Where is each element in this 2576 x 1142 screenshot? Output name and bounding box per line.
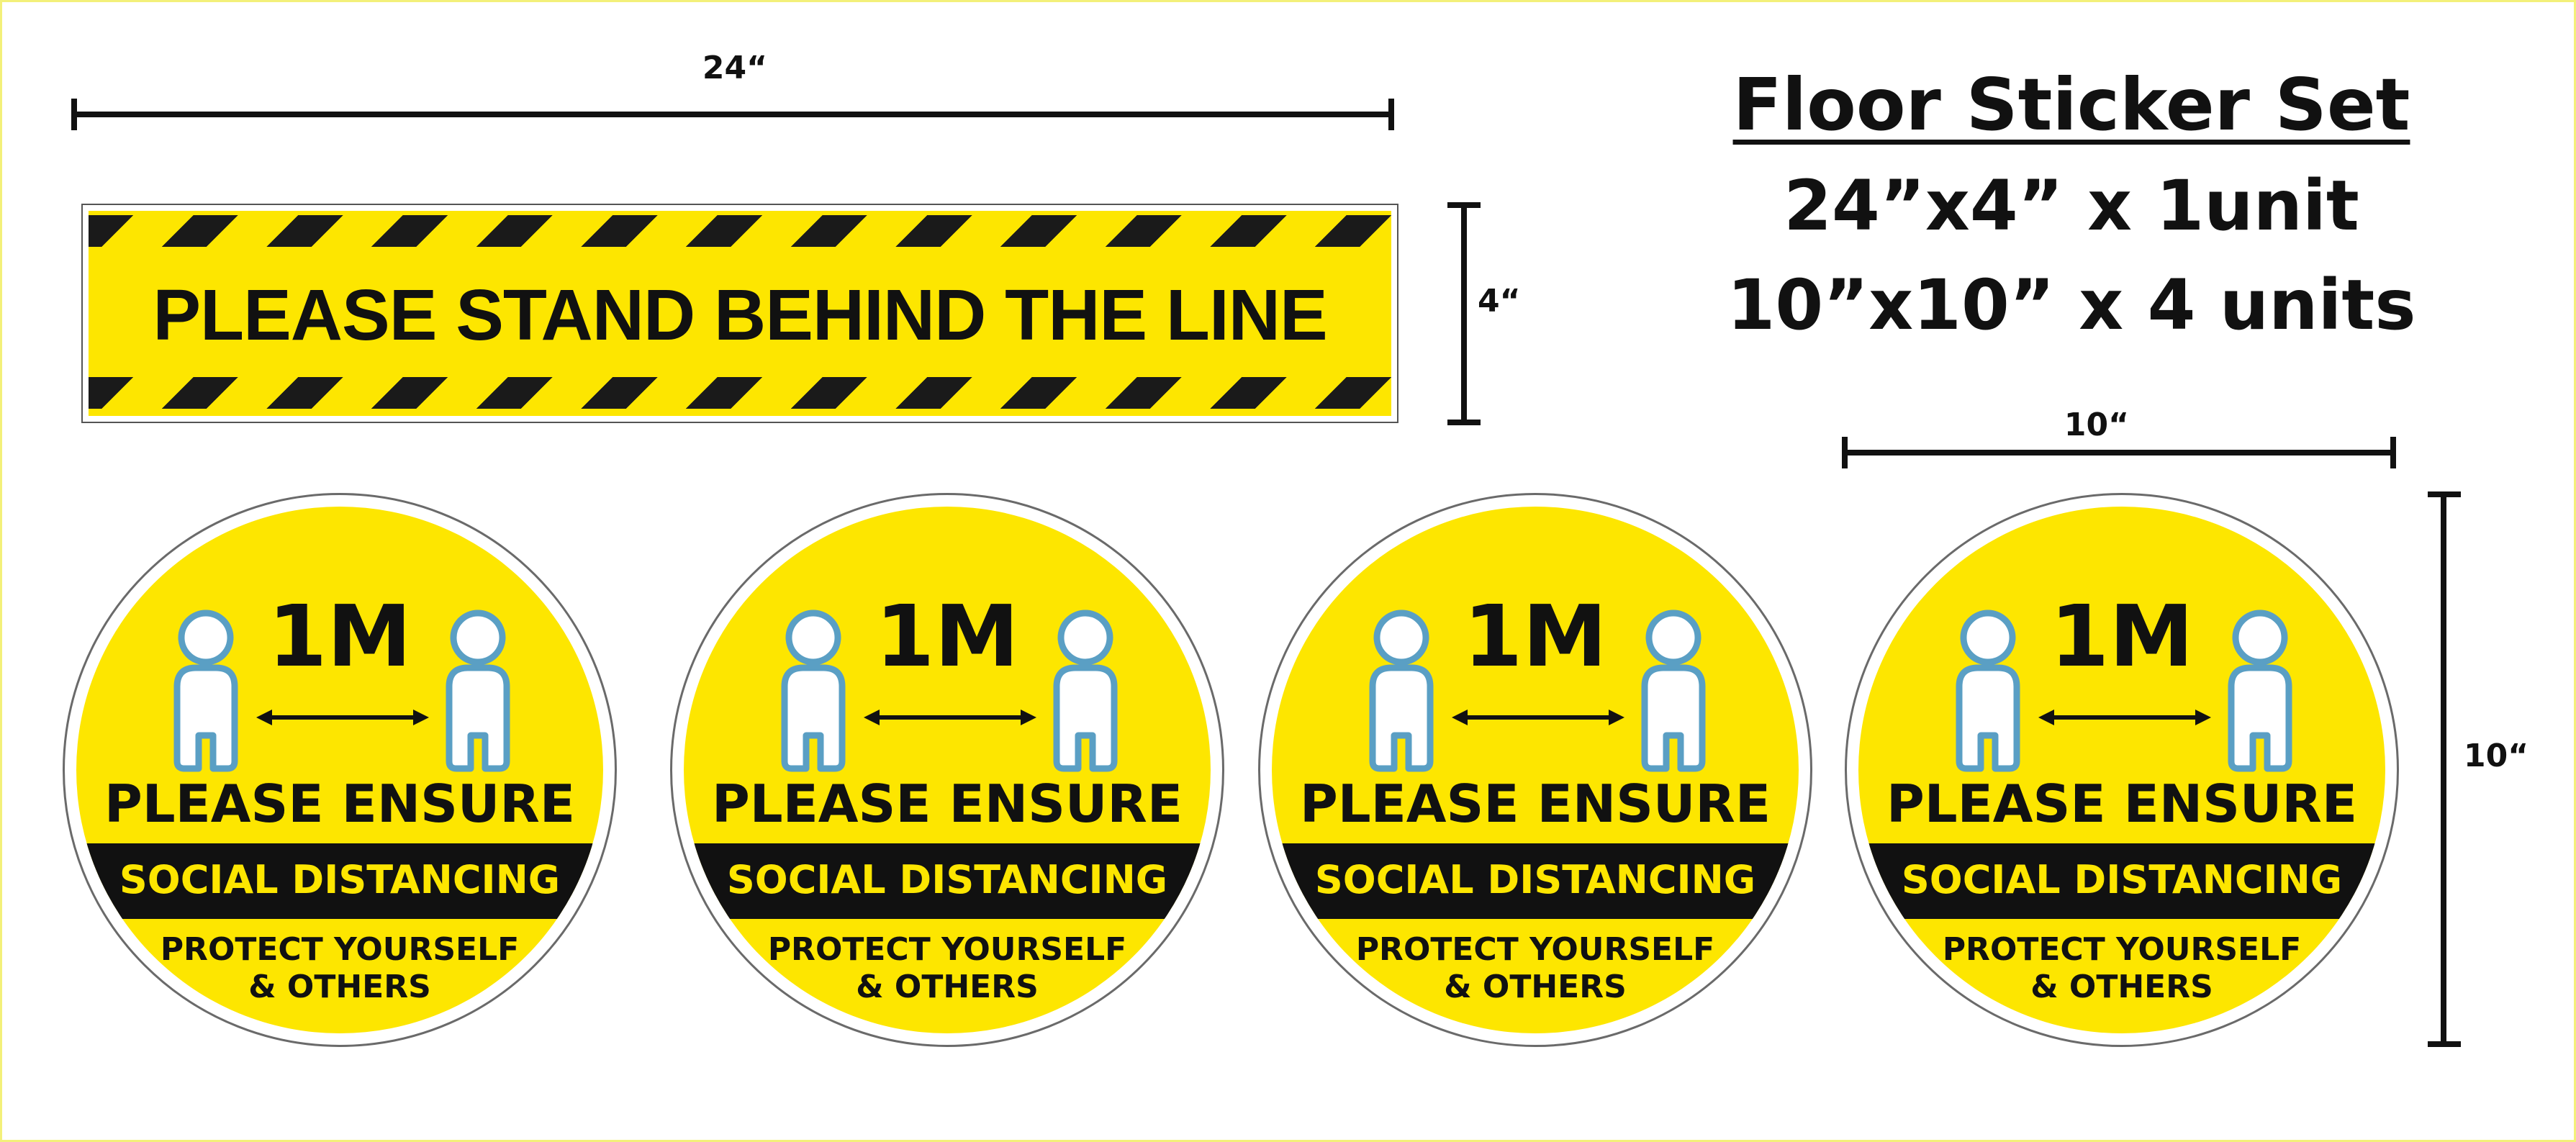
circle-sticker-face: 1M PLEASE ENSURE SOCIAL DISTANCING PROTE…: [1858, 507, 2385, 1033]
banner-height-line: [1461, 204, 1467, 423]
banner-height-cap-bottom: [1447, 420, 1481, 425]
banner-text: PLEASE STAND BEHIND THE LINE: [153, 275, 1327, 355]
distance-label: 1M: [875, 586, 1019, 686]
circle-sticker-face: 1M PLEASE ENSURE SOCIAL DISTANCING PROTE…: [1272, 507, 1799, 1033]
product-title: Floor Sticker Set: [1732, 63, 2410, 147]
protect-line-2: & OTHERS: [856, 969, 1039, 1005]
protect-line-1: PROTECT YOURSELF: [1942, 931, 2302, 968]
banner-face: PLEASE STAND BEHIND THE LINE: [89, 211, 1391, 416]
circle-height-label: 10“: [2464, 738, 2529, 774]
circle-height-cap-top: [2428, 491, 2461, 497]
distance-label: 1M: [268, 586, 412, 686]
circle-sticker-3: 1M PLEASE ENSURE SOCIAL DISTANCING PROTE…: [1258, 493, 1812, 1047]
banner-width-label: 24“: [702, 50, 768, 86]
protect-line-1: PROTECT YOURSELF: [160, 931, 520, 968]
social-distancing-text: SOCIAL DISTANCING: [726, 857, 1168, 902]
circle-sticker-face: 1M PLEASE ENSURE SOCIAL DISTANCING PROTE…: [76, 507, 603, 1033]
stand-behind-line-banner: PLEASE STAND BEHIND THE LINE: [81, 204, 1398, 423]
person-icon: [2228, 609, 2292, 772]
circle-sticker-4: 1M PLEASE ENSURE SOCIAL DISTANCING PROTE…: [1845, 493, 2399, 1047]
social-distancing-text: SOCIAL DISTANCING: [1901, 857, 2343, 902]
person-icon: [1369, 609, 1434, 772]
circle-height-line: [2441, 493, 2446, 1047]
please-ensure-text: PLEASE ENSURE: [711, 774, 1183, 834]
hazard-stripes-bottom: [89, 377, 1391, 409]
protect-line-2: & OTHERS: [1444, 969, 1627, 1005]
black-band: [1858, 843, 2385, 919]
person-icon: [781, 609, 846, 772]
distance-label: 1M: [2050, 586, 2194, 686]
protect-line-1: PROTECT YOURSELF: [1355, 931, 1715, 968]
banner-height-cap-top: [1447, 202, 1481, 208]
double-arrow-icon: [864, 710, 1036, 725]
product-title-block: Floor Sticker Set 24”x4” x 1unit 10”x10”…: [1658, 58, 2485, 355]
banner-width-cap-left: [71, 99, 77, 130]
protect-text: PROTECT YOURSELF & OTHERS: [1272, 931, 1799, 1006]
banner-width-cap-right: [1388, 99, 1394, 130]
banner-width-line: [74, 112, 1393, 117]
please-ensure-text: PLEASE ENSURE: [104, 774, 576, 834]
double-arrow-icon: [1452, 710, 1624, 725]
protect-text: PROTECT YOURSELF & OTHERS: [1858, 931, 2385, 1006]
please-ensure-text: PLEASE ENSURE: [1299, 774, 1771, 834]
product-spec-banner: 24”x4” x 1unit: [1784, 166, 2359, 246]
circle-sticker-1: 1M PLEASE ENSURE SOCIAL DISTANCING PROTE…: [63, 493, 617, 1047]
person-icon: [1641, 609, 1706, 772]
banner-height-label: 4“: [1478, 283, 1521, 320]
person-icon: [446, 609, 510, 772]
person-icon: [1053, 609, 1118, 772]
please-ensure-text: PLEASE ENSURE: [1886, 774, 2358, 834]
distance-label: 1M: [1463, 586, 1607, 686]
protect-line-1: PROTECT YOURSELF: [767, 931, 1127, 968]
protect-line-2: & OTHERS: [2030, 969, 2213, 1005]
double-arrow-icon: [2038, 710, 2211, 725]
circle-width-cap-left: [1842, 437, 1848, 468]
black-band: [1272, 843, 1799, 919]
double-arrow-icon: [256, 710, 429, 725]
protect-text: PROTECT YOURSELF & OTHERS: [76, 931, 603, 1006]
circle-sticker-face: 1M PLEASE ENSURE SOCIAL DISTANCING PROTE…: [684, 507, 1211, 1033]
circle-height-cap-bottom: [2428, 1041, 2461, 1047]
circle-width-label: 10“: [2064, 407, 2130, 443]
person-icon: [173, 609, 238, 772]
social-distancing-text: SOCIAL DISTANCING: [119, 857, 561, 902]
hazard-stripes-top: [89, 215, 1391, 247]
protect-line-2: & OTHERS: [248, 969, 431, 1005]
person-icon: [1956, 609, 2020, 772]
black-band: [76, 843, 603, 919]
circle-width-line: [1845, 450, 2393, 456]
black-band: [684, 843, 1211, 919]
social-distancing-text: SOCIAL DISTANCING: [1314, 857, 1756, 902]
circle-width-cap-right: [2390, 437, 2396, 468]
product-spec-circles: 10”x10” x 4 units: [1727, 265, 2416, 345]
protect-text: PROTECT YOURSELF & OTHERS: [684, 931, 1211, 1006]
circle-sticker-2: 1M PLEASE ENSURE SOCIAL DISTANCING PROTE…: [670, 493, 1224, 1047]
